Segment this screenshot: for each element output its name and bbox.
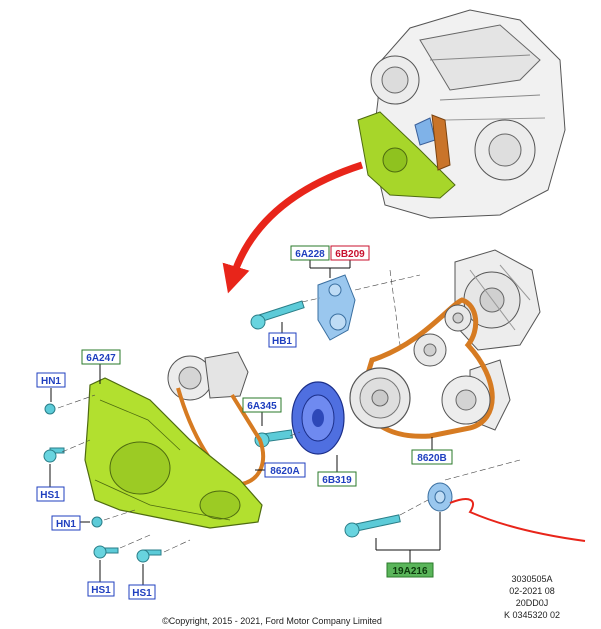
callout-text: 6A247 [86,353,116,364]
fastener-hs1-bottom-b [136,549,162,563]
idler-pulley-right [413,333,447,367]
callout-8620a[interactable]: 8620A [264,462,306,478]
callout-6a228[interactable]: 6A228 [290,245,330,261]
callout-6b319[interactable]: 6B319 [317,471,357,487]
ac-pulley [441,375,491,425]
main-belt [357,297,495,439]
callout-text: HN1 [56,519,76,530]
callout-text: 6A345 [247,401,277,412]
bolt-hb1 [250,300,305,330]
callout-text: 8620A [270,466,299,477]
fastener-hs1-left [43,447,65,463]
callout-text: 6A228 [295,249,325,260]
callout-6a345[interactable]: 6A345 [242,397,282,413]
callout-6a247[interactable]: 6A247 [81,349,121,365]
callout-8620b[interactable]: 8620B [411,449,453,465]
direction-arrow [222,161,364,294]
fastener-hn1-top [44,403,56,415]
callout-text: 6B209 [335,249,365,260]
callout-text: 6B319 [322,475,352,486]
callout-hn1-top[interactable]: HN1 [36,372,66,388]
front-cover [84,377,263,529]
callout-text: HS1 [91,585,111,596]
callout-text: 19A216 [392,566,427,577]
leader-lines [49,260,441,585]
alternator-pulley [444,304,472,332]
doc-ref: K 0345320 02 [504,610,560,620]
callout-hb1[interactable]: HB1 [268,332,297,348]
callout-hn1-bottom[interactable]: HN1 [51,515,81,531]
hand-drawn-arrow [449,498,586,542]
doc-date: 02-2021 08 [509,586,555,596]
callout-text: 8620B [417,453,446,464]
callout-hs1-bottom-a[interactable]: HS1 [87,581,115,597]
callout-text: HS1 [40,490,60,501]
doc-id: 3030505A [511,574,552,584]
engine-illustration [357,9,566,219]
callout-hs1-bottom-b[interactable]: HS1 [128,584,156,600]
callout-19a216[interactable]: 19A216 [386,562,434,578]
assembly-lines [57,269,521,553]
callout-text: HN1 [41,376,61,387]
tensioner-bolt [344,514,401,538]
idler-bracket [317,274,356,341]
crank-pulley [291,381,345,455]
callout-text: HS1 [132,588,152,599]
doc-code: 20DD0J [516,598,549,608]
tensioner-pulley [427,482,453,512]
crankshaft-damper [349,367,411,429]
callout-6b209[interactable]: 6B209 [330,245,370,261]
callout-hs1-left[interactable]: HS1 [36,486,65,502]
fastener-hn1-bottom [91,516,103,528]
copyright-notice: ©Copyright, 2015 - 2021, Ford Motor Comp… [162,616,382,626]
document-info: 3030505A 02-2021 08 20DD0J K 0345320 02 [504,574,560,620]
callout-text: HB1 [272,336,292,347]
fastener-hs1-bottom-a [93,545,119,559]
